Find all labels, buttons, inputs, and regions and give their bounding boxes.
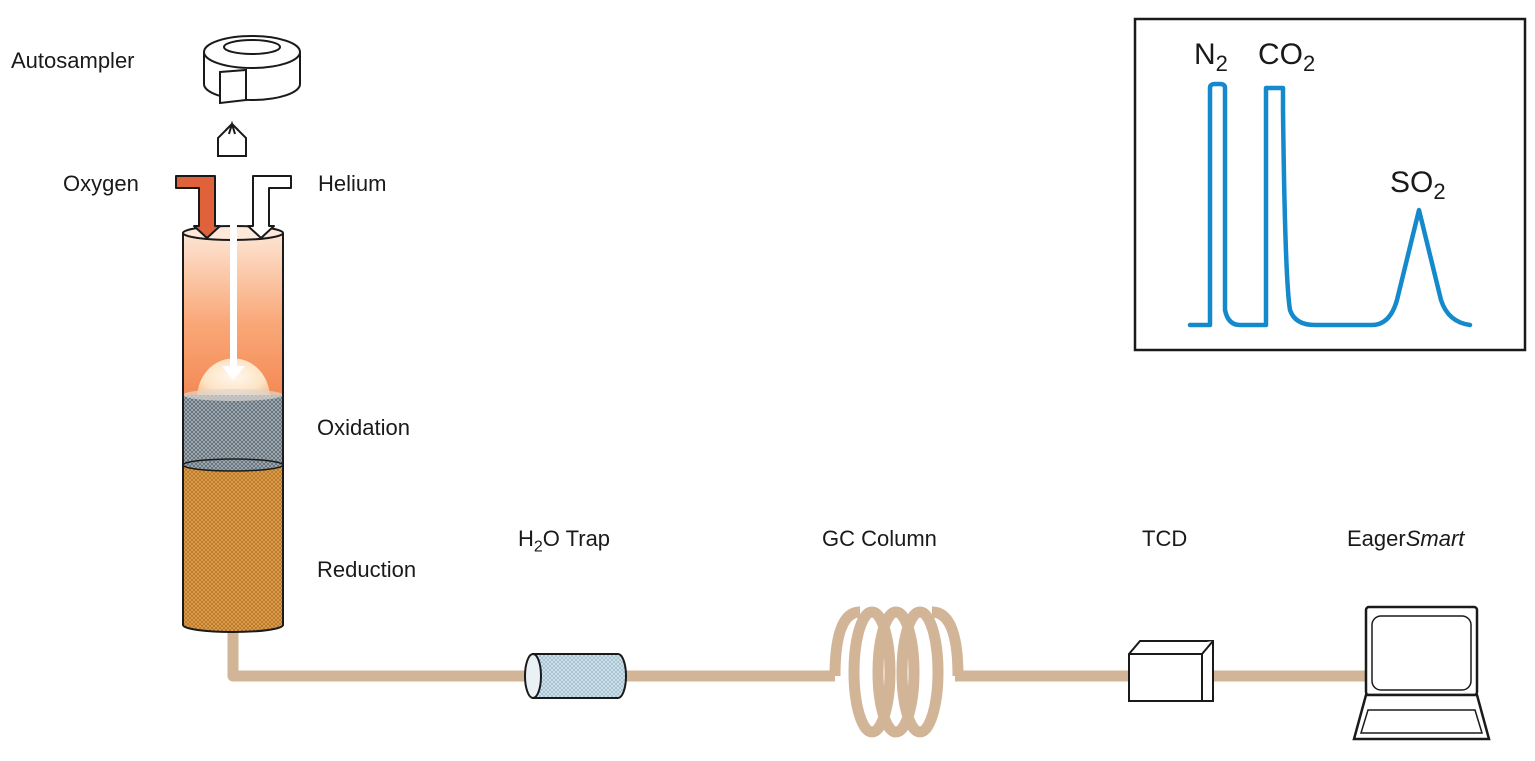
oxidation-bed — [183, 395, 283, 465]
helium-inlet-arrow — [247, 175, 292, 239]
gas-flow-arrow — [222, 222, 245, 380]
reduction-label: Reduction — [317, 557, 417, 582]
tubing-line — [227, 628, 1365, 682]
laptop-icon — [1352, 605, 1491, 741]
gc-column-label: GC Column — [822, 526, 937, 551]
eager-smart-label: EagerSmart — [1347, 526, 1465, 551]
peak-label-so2: SO2 — [1390, 166, 1446, 204]
tcd-label: TCD — [1142, 526, 1188, 551]
gc-column-coil-icon — [829, 606, 964, 738]
autosampler-icon — [203, 35, 301, 105]
chromatogram-trace — [1187, 81, 1473, 328]
autosampler-label: Autosampler — [11, 48, 135, 73]
tcd-detector-icon — [1128, 640, 1214, 702]
oxygen-inlet-arrow — [175, 175, 221, 239]
chromatogram-panel — [1133, 17, 1527, 352]
h2o-trap-label: H2O Trap — [518, 526, 611, 556]
oxygen-label: Oxygen — [63, 171, 139, 196]
peak-label-n2: N2 — [1194, 38, 1228, 76]
oxidation-label: Oxidation — [317, 415, 410, 440]
water-trap-icon — [524, 653, 627, 699]
peak-label-co2: CO2 — [1258, 38, 1316, 76]
helium-label: Helium — [318, 171, 387, 196]
reduction-bed — [183, 465, 283, 625]
sample-capsule-icon — [217, 120, 247, 157]
